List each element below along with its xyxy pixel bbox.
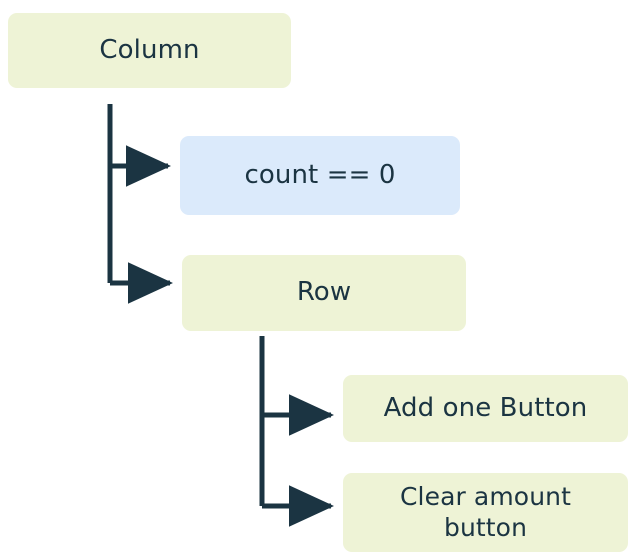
node-condition[interactable]: count == 0 xyxy=(180,136,460,215)
node-add-one-button[interactable]: Add one Button xyxy=(343,375,628,442)
node-clear-amount-button[interactable]: Clear amount button xyxy=(343,473,628,552)
node-condition-label: count == 0 xyxy=(244,159,396,190)
node-clear-amount-button-label: Clear amount button xyxy=(400,482,571,542)
node-column[interactable]: Column xyxy=(8,13,291,88)
node-column-label: Column xyxy=(99,34,200,65)
node-row[interactable]: Row xyxy=(182,255,466,331)
node-row-label: Row xyxy=(296,277,352,308)
node-add-one-button-label: Add one Button xyxy=(383,392,588,423)
